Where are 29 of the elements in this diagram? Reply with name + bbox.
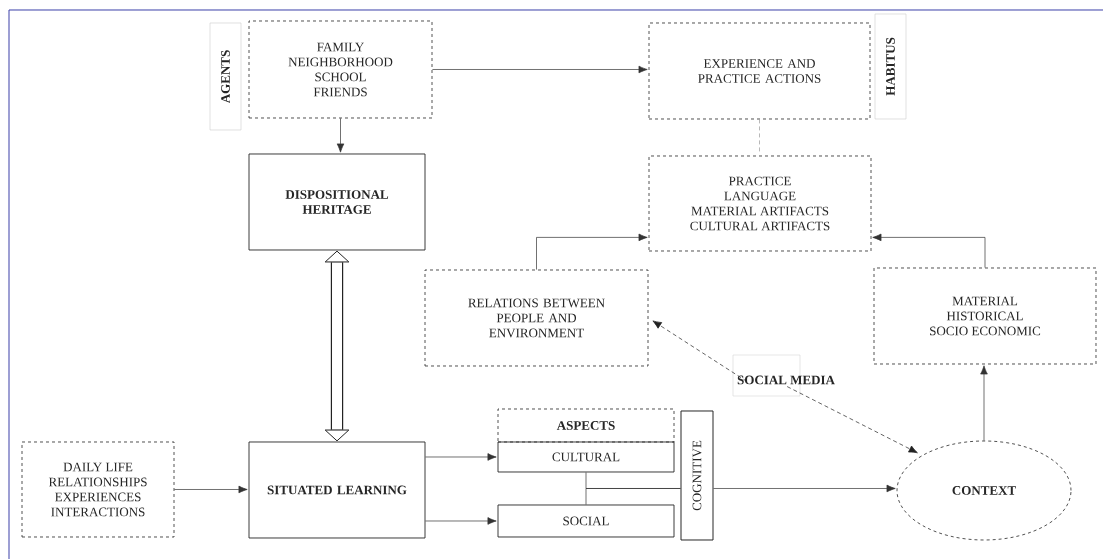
side-label: AGENTS xyxy=(209,22,242,131)
aspect-box: CULTURAL xyxy=(497,441,675,473)
arrow xyxy=(786,386,918,454)
social-media-label: SOCIAL MEDIA xyxy=(732,354,835,397)
arrow xyxy=(425,453,497,461)
dashed-box: FAMILY NEIGHBORHOOD SCHOOL FRIENDS xyxy=(248,20,433,119)
side-label: HABITUS xyxy=(874,13,907,120)
aspect-box: SOCIAL xyxy=(497,504,675,538)
connector-line xyxy=(585,488,681,505)
dashed-box: DAILY LIFE RELATIONSHIPS EXPERIENCES INTERACTIONS xyxy=(21,441,175,538)
process-box: SITUATED LEARNING xyxy=(248,441,426,539)
arrow xyxy=(336,118,345,153)
vertical-box: COGNITIVE xyxy=(680,410,714,541)
arrow xyxy=(980,365,988,441)
arrow xyxy=(425,517,497,525)
connector-line xyxy=(759,119,760,152)
arrow xyxy=(536,233,648,270)
arrow xyxy=(174,485,248,494)
process-box: DISPOSITIONAL HERITAGE xyxy=(248,153,426,251)
dashed-box: PRACTICE LANGUAGE MATERIAL ARTIFACTS CULTURAL ARTIFACTS xyxy=(648,155,872,252)
double-arrow xyxy=(324,250,350,442)
arrow xyxy=(713,484,896,493)
dashed-box: MATERIAL HISTORICAL SOCIO ECONOMIC xyxy=(873,267,1097,365)
arrow xyxy=(652,320,748,382)
arrow xyxy=(872,233,986,268)
dashed-box: RELATIONS BETWEEN PEOPLE AND ENVIRONMENT xyxy=(424,269,649,367)
arrow xyxy=(432,65,648,74)
dashed-box: EXPERIENCE AND PRACTICE ACTIONS xyxy=(648,22,871,120)
header-box: ASPECTS xyxy=(497,408,675,443)
